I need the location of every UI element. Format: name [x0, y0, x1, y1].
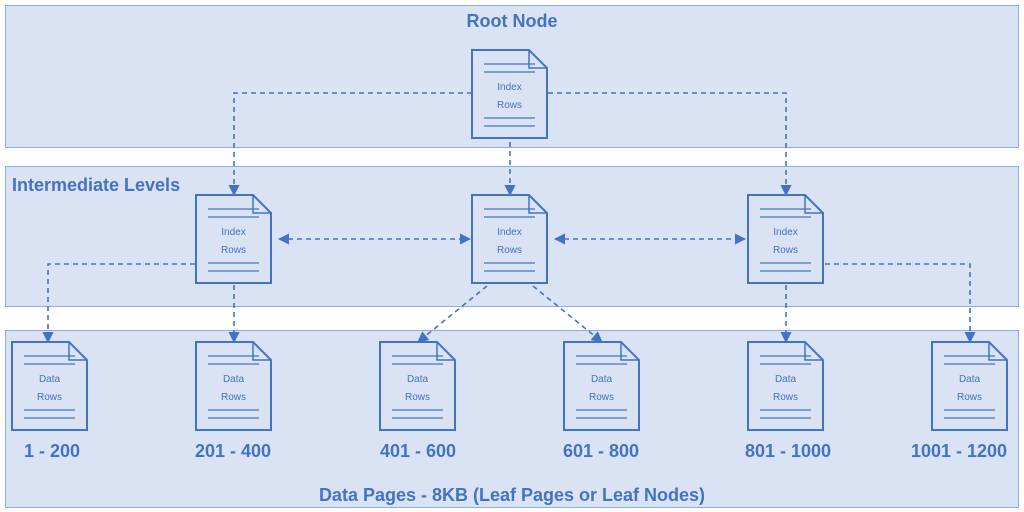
connector-root-to-left — [228, 92, 472, 197]
page-label-line1: Data — [223, 374, 245, 385]
connector-to-data-6 — [825, 263, 976, 344]
connectors — [42, 92, 976, 344]
page-label-line1: Index — [497, 82, 521, 93]
page-fold — [252, 195, 271, 214]
page-label-line2: Rows — [221, 392, 246, 403]
page-label-line1: Index — [773, 227, 797, 238]
data-page-range-3: 401 - 600 — [379, 441, 457, 461]
page-label-line2: Rows — [773, 392, 798, 403]
page-label-line1: Data — [959, 374, 981, 385]
page-outline — [563, 341, 640, 431]
page-label-line2: Rows — [497, 100, 522, 111]
page-outline — [195, 194, 272, 284]
data-page-range-1: 1 - 200 — [23, 441, 81, 461]
data-page-range-4: 601 - 800 — [562, 441, 640, 461]
page-label-line1: Data — [407, 374, 429, 385]
page-fold — [620, 342, 639, 361]
page-outline — [747, 194, 824, 284]
data-page-range-6: 1001 - 1200 — [910, 441, 1008, 461]
connector-to-data-3 — [417, 285, 488, 343]
pages: IndexRowsIndexRowsIndexRowsIndexRowsData… — [11, 49, 1008, 431]
data-page-range-5: 801 - 1000 — [744, 441, 832, 461]
data-pages-title: Data Pages - 8KB (Leaf Pages or Leaf Nod… — [318, 485, 706, 505]
page-label-line2: Rows — [589, 392, 614, 403]
page-outline — [471, 49, 548, 139]
data-page-range-2: 201 - 400 — [194, 441, 272, 461]
page-fold — [68, 342, 87, 361]
page-label-line1: Data — [591, 374, 613, 385]
page-fold — [528, 195, 547, 214]
connector-root-to-right — [548, 92, 792, 197]
page-outline — [747, 341, 824, 431]
page-label-line1: Index — [497, 227, 521, 238]
intermediate-levels-title: Intermediate Levels — [12, 175, 181, 195]
page-fold — [804, 195, 823, 214]
page-label-line2: Rows — [221, 245, 246, 256]
page-fold — [252, 342, 271, 361]
page-label-line1: Data — [39, 374, 61, 385]
page-fold — [804, 342, 823, 361]
page-fold — [988, 342, 1007, 361]
page-label-line2: Rows — [405, 392, 430, 403]
page-label-line1: Index — [221, 227, 245, 238]
connector-to-data-1 — [42, 263, 195, 344]
page-outline — [931, 341, 1008, 431]
page-label-line2: Rows — [957, 392, 982, 403]
page-outline — [379, 341, 456, 431]
page-label-line1: Data — [775, 374, 797, 385]
connector-to-data-4 — [532, 285, 603, 343]
page-fold — [436, 342, 455, 361]
root-node-title: Root Node — [466, 11, 558, 31]
page-outline — [11, 341, 88, 431]
page-label-line2: Rows — [773, 245, 798, 256]
page-outline — [195, 341, 272, 431]
page-outline — [471, 194, 548, 284]
data-pages-level — [5, 330, 1019, 508]
page-fold — [528, 50, 547, 69]
page-label-line2: Rows — [497, 245, 522, 256]
page-label-line2: Rows — [37, 392, 62, 403]
